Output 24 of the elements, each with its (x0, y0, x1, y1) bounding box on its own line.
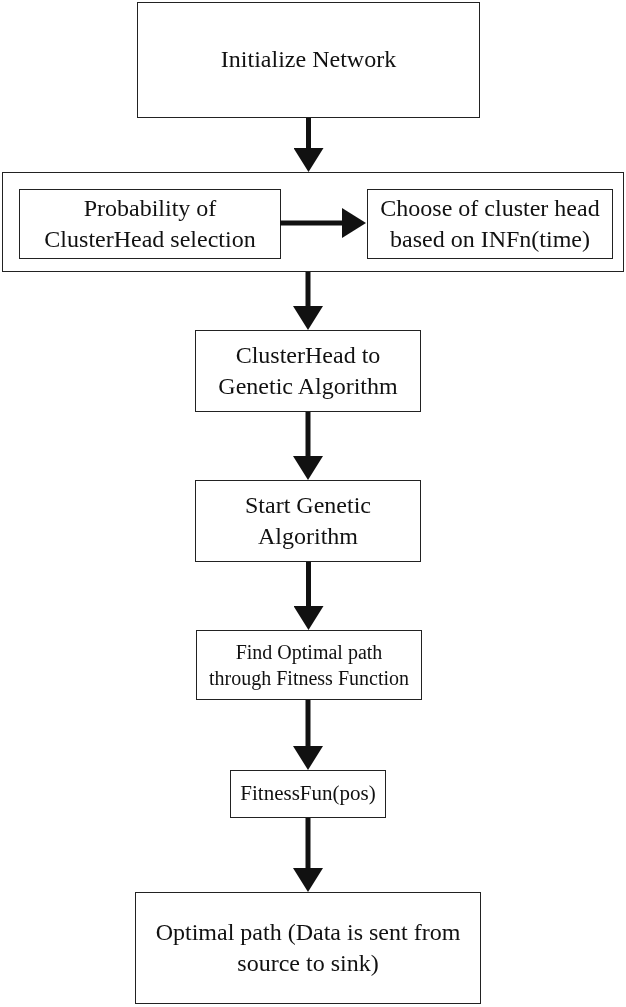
node-label: Start Genetic Algorithm (244, 490, 372, 551)
node-label: Probability of ClusterHead selection (43, 193, 257, 254)
process-box (137, 2, 480, 118)
node-label: FitnessFun(pos) (240, 780, 376, 808)
group-box (2, 172, 624, 272)
node-label: Choose of cluster head based on INFn(time) (379, 193, 601, 254)
process-box (196, 630, 422, 700)
arrow (293, 700, 323, 770)
arrow (293, 118, 324, 172)
node-label: Find Optimal path through Fitness Function (208, 640, 410, 691)
process-box (230, 770, 386, 818)
arrow (293, 272, 323, 330)
node-label: Initialize Network (220, 45, 397, 75)
arrow (293, 412, 323, 480)
process-box (367, 189, 613, 259)
arrow (280, 208, 366, 238)
process-box (195, 480, 421, 562)
process-box (135, 892, 481, 1004)
node-label: Optimal path (Data is sent from source to sink) (154, 917, 462, 978)
arrow (293, 818, 323, 892)
process-box (19, 189, 281, 259)
node-label: ClusterHead to Genetic Algorithm (217, 340, 399, 401)
arrow (293, 562, 324, 630)
process-box (195, 330, 421, 412)
